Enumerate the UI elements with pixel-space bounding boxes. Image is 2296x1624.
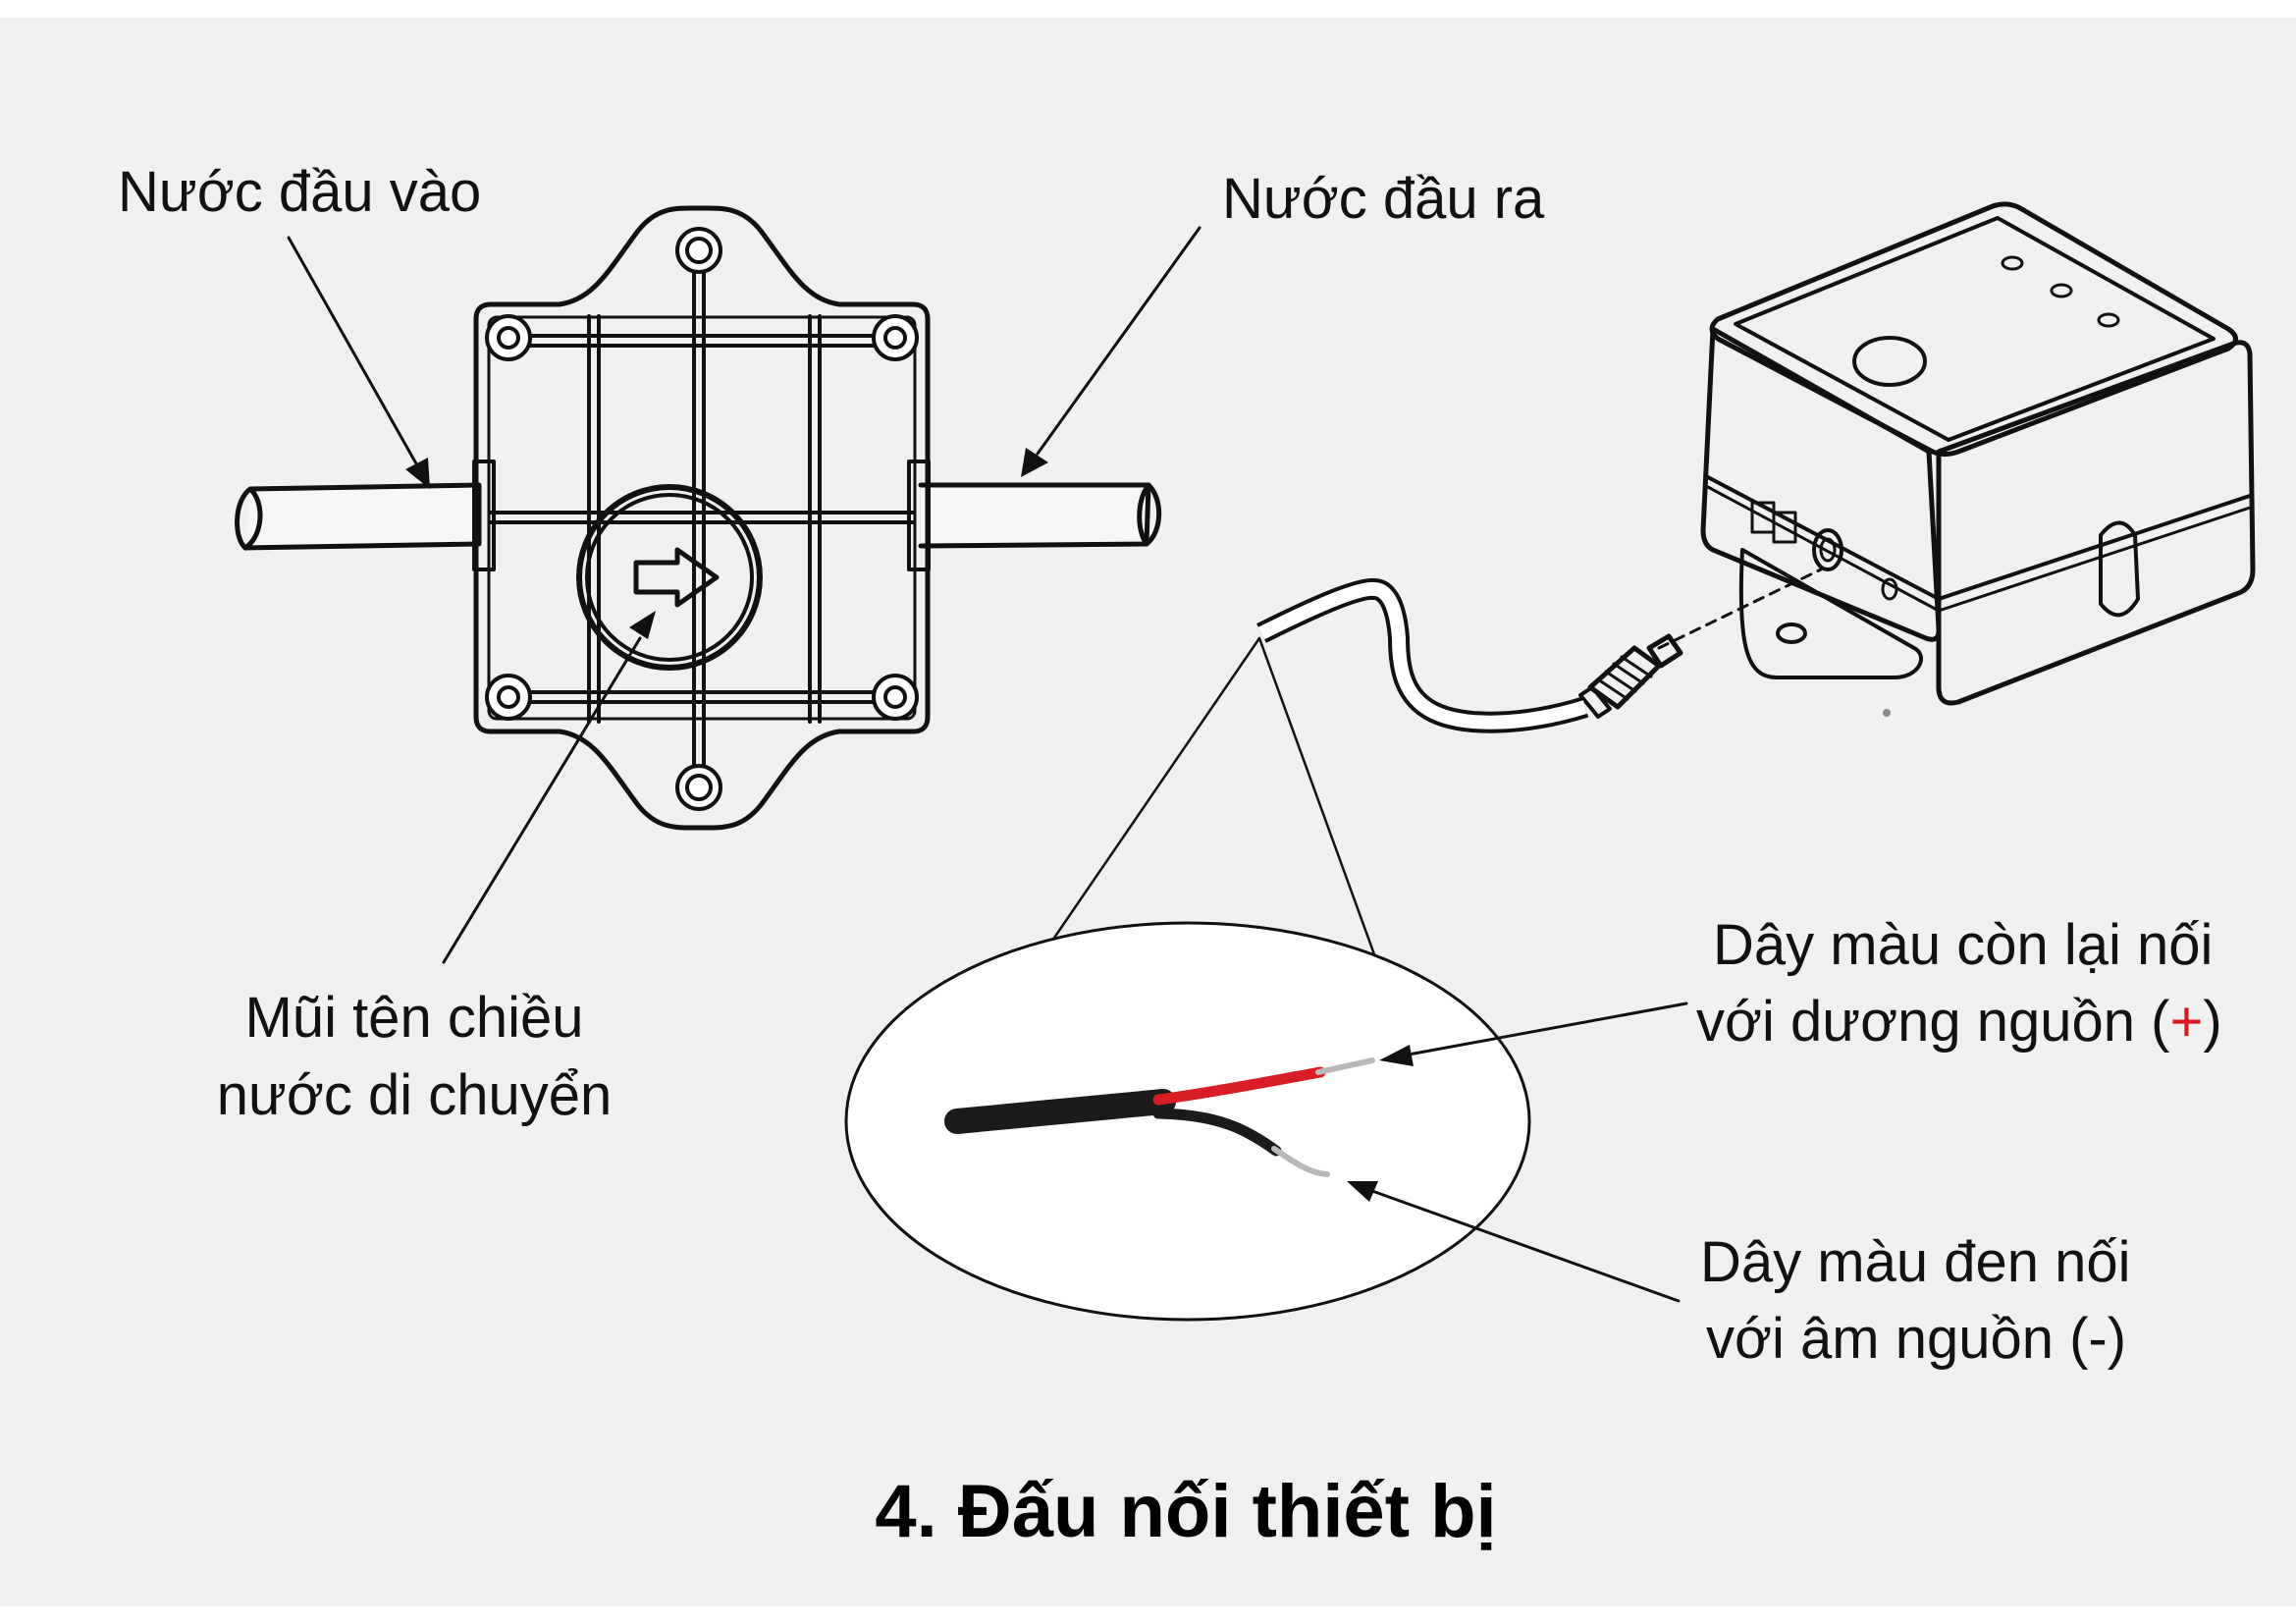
- red-wire: [1152, 1066, 1326, 1106]
- inlet-pipe: [235, 482, 482, 551]
- flow-arrow-label-line2: nước di chuyển: [217, 1063, 613, 1127]
- black-wire-tip: [1271, 1146, 1330, 1177]
- power-plug: [1578, 568, 1823, 719]
- leader-lines: [287, 226, 1688, 1303]
- red-wire-tip: [1315, 1057, 1375, 1075]
- diagram-background: [0, 18, 2296, 1606]
- red-wire-label-suffix: ): [2203, 990, 2221, 1054]
- outlet-label: Nước đầu ra: [1222, 167, 1545, 231]
- plus-sign: +: [2170, 990, 2204, 1054]
- right-arrow-icon: [633, 547, 720, 608]
- red-wire-label-prefix: với dương nguồn (: [1696, 990, 2170, 1054]
- page-title: 4. Đấu nối thiết bị: [875, 1470, 1496, 1553]
- black-wire: [1152, 1108, 1282, 1157]
- black-wire-label-line1: Dây màu đen nối: [1700, 1230, 2130, 1294]
- controller-box-icon: [1700, 201, 2256, 717]
- outlet-pipe: [918, 482, 1162, 549]
- red-wire-label-line1: Dây màu còn lại nối: [1713, 913, 2213, 977]
- valve-body-icon: [235, 205, 1162, 831]
- mounting-holes: [485, 227, 919, 811]
- wire-zoom-bubble: [844, 921, 1531, 1322]
- black-wire-label-line2: với âm nguồn (-): [1706, 1307, 2126, 1371]
- red-wire-label-line2: với dương nguồn (+): [1696, 990, 2222, 1054]
- inlet-label: Nước đầu vào: [118, 160, 481, 224]
- black-sheath: [944, 1089, 1176, 1134]
- cable: [1256, 577, 1589, 733]
- flow-arrow-label-line1: Mũi tên chiều: [245, 986, 584, 1050]
- arrowheads: [405, 448, 1414, 1202]
